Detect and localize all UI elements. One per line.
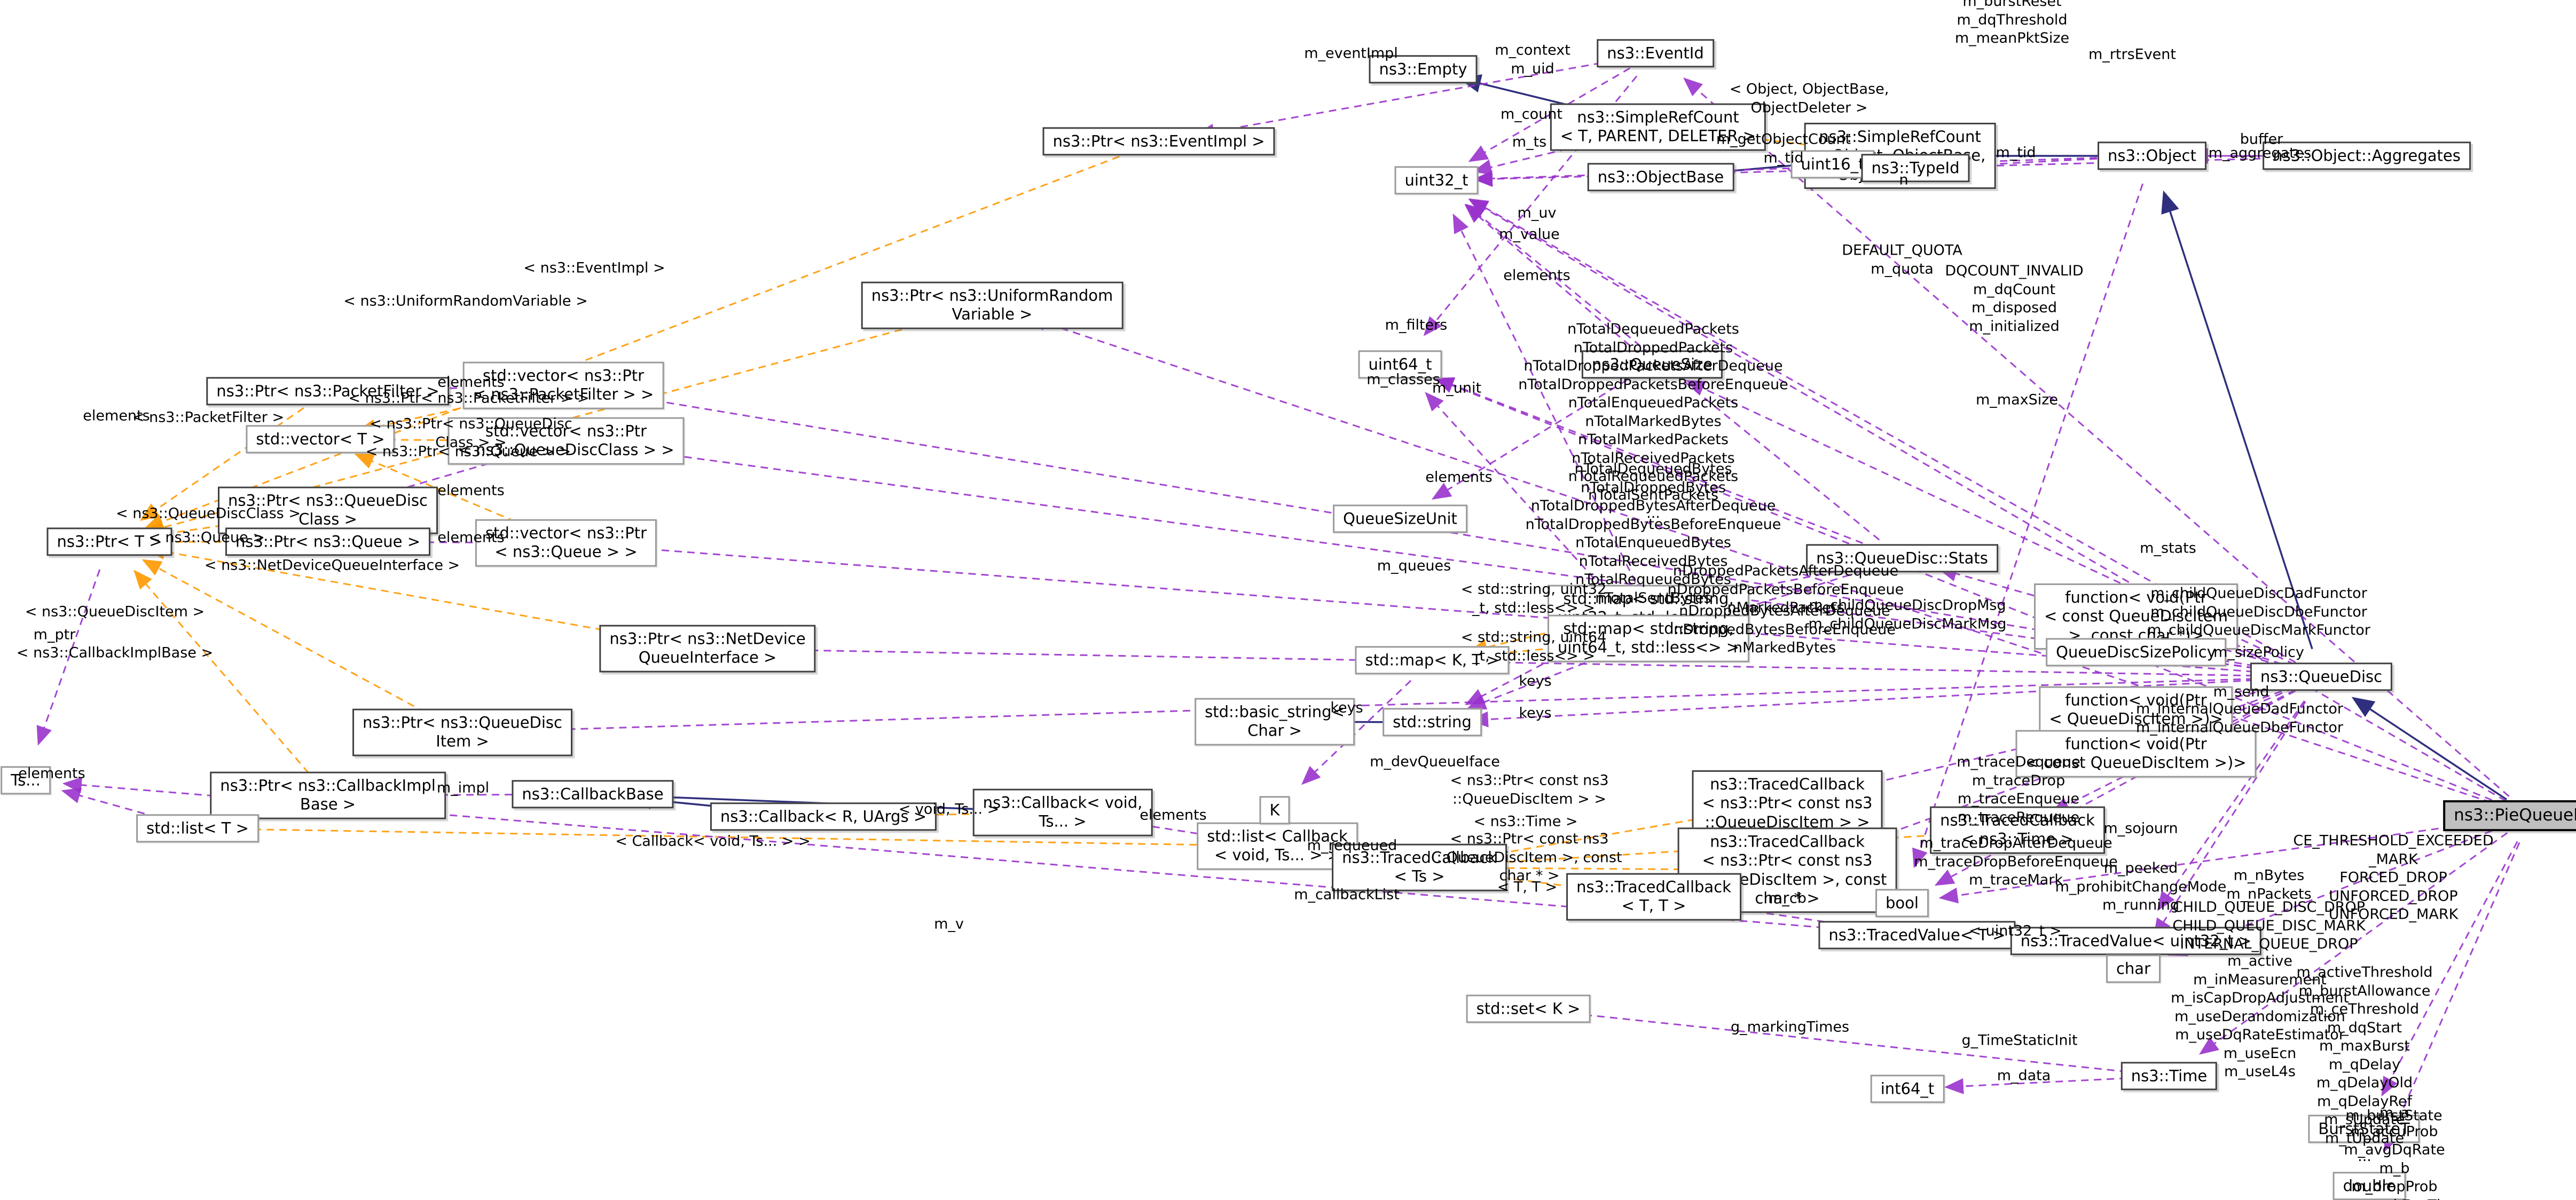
- node-tv-uint32[interactable]: ns3::TracedValue< uint32_t >: [2010, 927, 2262, 956]
- edge-queuedisc-to-vec-packetfilter: [600, 386, 2292, 673]
- node-pie[interactable]: ns3::PieQueueDisc: [2443, 800, 2576, 831]
- edge-ptr-qdi-to-ptr-t: [142, 559, 437, 720]
- node-map64[interactable]: std::map< std::string, uint64_t, std::le…: [1547, 614, 1750, 662]
- node-cb-ruargs[interactable]: ns3::Callback< R, UArgs >: [710, 802, 937, 831]
- edge-ptr-cib-to-ptr-t: [133, 570, 310, 774]
- node-set-k[interactable]: std::set< K >: [1466, 994, 1591, 1023]
- edge-map64-to-uint64: [1425, 392, 1630, 618]
- node-ptr-urv[interactable]: ns3::Ptr< ns3::UniformRandom Variable >: [861, 281, 1124, 329]
- edge-map32-to-uint32: [1452, 213, 1636, 583]
- edge-queuedisc-to-string: [1468, 677, 2292, 728]
- node-empty[interactable]: ns3::Empty: [1369, 55, 1478, 84]
- edge-queuesize-to-qsu: [1431, 379, 1628, 500]
- node-map-kt[interactable]: std::map< K, T >: [1355, 646, 1510, 675]
- edge-queuedisc-to-tv-uint32: [2157, 700, 2305, 911]
- node-eventid[interactable]: ns3::EventId: [1597, 39, 1714, 68]
- node-tc-qdi[interactable]: ns3::TracedCallback < ns3::Ptr< const ns…: [1692, 770, 1883, 837]
- node-objectbase[interactable]: ns3::ObjectBase: [1587, 163, 1734, 192]
- edge-queuedisc-to-vec-qdc: [602, 440, 2292, 674]
- edge-queuesize-to-uint32: [1464, 204, 1631, 346]
- node-ptr-cib[interactable]: ns3::Ptr< ns3::CallbackImpl Base >: [210, 771, 446, 819]
- edge-pie-to-ptr-urv: [1027, 315, 2504, 808]
- node-cb-void[interactable]: ns3::Callback< void, Ts... >: [972, 788, 1153, 836]
- node-time[interactable]: ns3::Time: [2121, 1062, 2218, 1091]
- node-vec-t[interactable]: std::vector< T >: [246, 425, 395, 454]
- node-vec-qdc[interactable]: std::vector< ns3::Ptr < ns3::QueueDiscCl…: [447, 417, 685, 465]
- edge-pie-to-time: [2199, 832, 2508, 1055]
- node-qdsp[interactable]: QueueDiscSizePolicy: [2046, 638, 2226, 667]
- node-object[interactable]: ns3::Object: [2098, 141, 2206, 170]
- node-aggregates[interactable]: ns3::Object::Aggregates: [2263, 141, 2471, 170]
- edge-stats-to-uint64: [1434, 377, 1875, 549]
- node-double[interactable]: double: [2332, 1172, 2406, 1200]
- node-typeid[interactable]: ns3::TypeId: [1861, 154, 1970, 183]
- node-burststatet[interactable]: BurstStateT: [2308, 1115, 2420, 1143]
- node-uint64[interactable]: uint64_t: [1358, 350, 1442, 379]
- edge-vec-queue-to-vec-t: [354, 453, 539, 533]
- edge-stats-to-uint32: [1465, 203, 1880, 541]
- edge-queuedisc-to-char: [2153, 701, 2306, 938]
- edge-pie-to-uint32: [1468, 199, 2507, 802]
- edge-ptr-eventimpl-to-ptr-t: [144, 151, 1132, 530]
- node-queuesize[interactable]: ns3::QueueSize: [1581, 350, 1723, 379]
- node-tc-ts[interactable]: ns3::TracedCallback < Ts >: [1332, 843, 1507, 891]
- edge-tc-qdi-char-to-tc-ts: [1456, 859, 1758, 876]
- node-queuedisc[interactable]: ns3::QueueDisc: [2250, 662, 2393, 691]
- node-vec-queue[interactable]: std::vector< ns3::Ptr < ns3::Queue > >: [475, 519, 657, 567]
- edge-time-to-set-k: [1565, 1007, 2140, 1074]
- node-list-t[interactable]: std::list< T >: [136, 814, 259, 843]
- edge-pie-to-queuedisc: [2351, 697, 2508, 801]
- node-ptr-qdi[interactable]: ns3::Ptr< ns3::QueueDisc Item >: [352, 708, 572, 756]
- node-list-cb[interactable]: std::list< Callback < void, Ts... > >: [1197, 822, 1358, 870]
- node-fn-qdi[interactable]: function< void(Ptr < QueueDiscItem >)>: [2039, 686, 2233, 734]
- node-srt[interactable]: ns3::SimpleRefCount < T, PARENT, DELETER…: [1550, 103, 1766, 151]
- edge-stats-to-map64: [1683, 566, 1875, 629]
- node-ptr-queue[interactable]: ns3::Ptr< ns3::Queue >: [225, 527, 431, 556]
- node-qsu[interactable]: QueueSizeUnit: [1333, 504, 1467, 533]
- node-tc-time[interactable]: ns3::TracedCallback < ns3::Time >: [1930, 806, 2105, 854]
- node-callbackbase[interactable]: ns3::CallbackBase: [512, 780, 674, 809]
- node-ptr-t[interactable]: ns3::Ptr< T >: [46, 527, 172, 556]
- node-tv-t[interactable]: ns3::TracedValue< T >: [1818, 921, 2016, 950]
- node-ts-var[interactable]: Ts...: [1, 766, 51, 795]
- node-ptr-packetfilter[interactable]: ns3::Ptr< ns3::PacketFilter >: [206, 377, 450, 406]
- edge-list-cb-to-list-t: [234, 821, 1248, 847]
- edge-object-to-bool: [1912, 183, 2143, 869]
- edge-pie-to-double: [2384, 842, 2520, 1152]
- edge-time-to-int64: [1944, 1077, 2140, 1094]
- node-ptr-ndqi[interactable]: ns3::Ptr< ns3::NetDevice QueueInterface …: [599, 625, 816, 673]
- node-int64[interactable]: int64_t: [1870, 1075, 1945, 1103]
- edge-ptr-t-to-ts-var: [36, 569, 101, 746]
- node-ptr-qdc[interactable]: ns3::Ptr< ns3::QueueDisc Class >: [218, 486, 438, 534]
- edge-object-to-typeid: [1952, 156, 2123, 173]
- edge-queuedisc-to-ptr-ndqi: [744, 641, 2292, 677]
- edge-pie-to-burststatet: [2381, 841, 2518, 1097]
- edge-pie-to-bool: [1938, 819, 2502, 904]
- edge-tv-t-to-ts-var: [62, 777, 1888, 934]
- edge-eventid-to-ptr-eventimpl: [1195, 58, 1627, 140]
- node-char[interactable]: char: [2106, 954, 2161, 983]
- node-bool[interactable]: bool: [1875, 889, 1929, 918]
- node-fn-cqdi[interactable]: function< void(Ptr < const QueueDiscItem…: [2015, 730, 2257, 778]
- node-uint32[interactable]: uint32_t: [1394, 166, 1479, 195]
- node-string[interactable]: std::string: [1383, 708, 1482, 737]
- node-ptr-eventimpl[interactable]: ns3::Ptr< ns3::EventImpl >: [1042, 127, 1275, 156]
- node-k[interactable]: K: [1259, 796, 1290, 825]
- edge-queuedisc-to-object: [2161, 190, 2313, 650]
- node-basicstring[interactable]: std::basic_string< Char >: [1195, 698, 1355, 746]
- edge-tc-time-to-tc-ts: [1456, 831, 1989, 872]
- node-tc-tt[interactable]: ns3::TracedCallback < T, T >: [1566, 873, 1741, 921]
- node-stats[interactable]: ns3::QueueDisc::Stats: [1806, 544, 1998, 573]
- edge-queuedisc-to-ptr-qdi: [499, 677, 2292, 739]
- edge-queuedisc-to-queuesize: [1685, 380, 2295, 666]
- node-vec-packetfilter[interactable]: std::vector< ns3::Ptr < ns3::PacketFilte…: [462, 361, 664, 409]
